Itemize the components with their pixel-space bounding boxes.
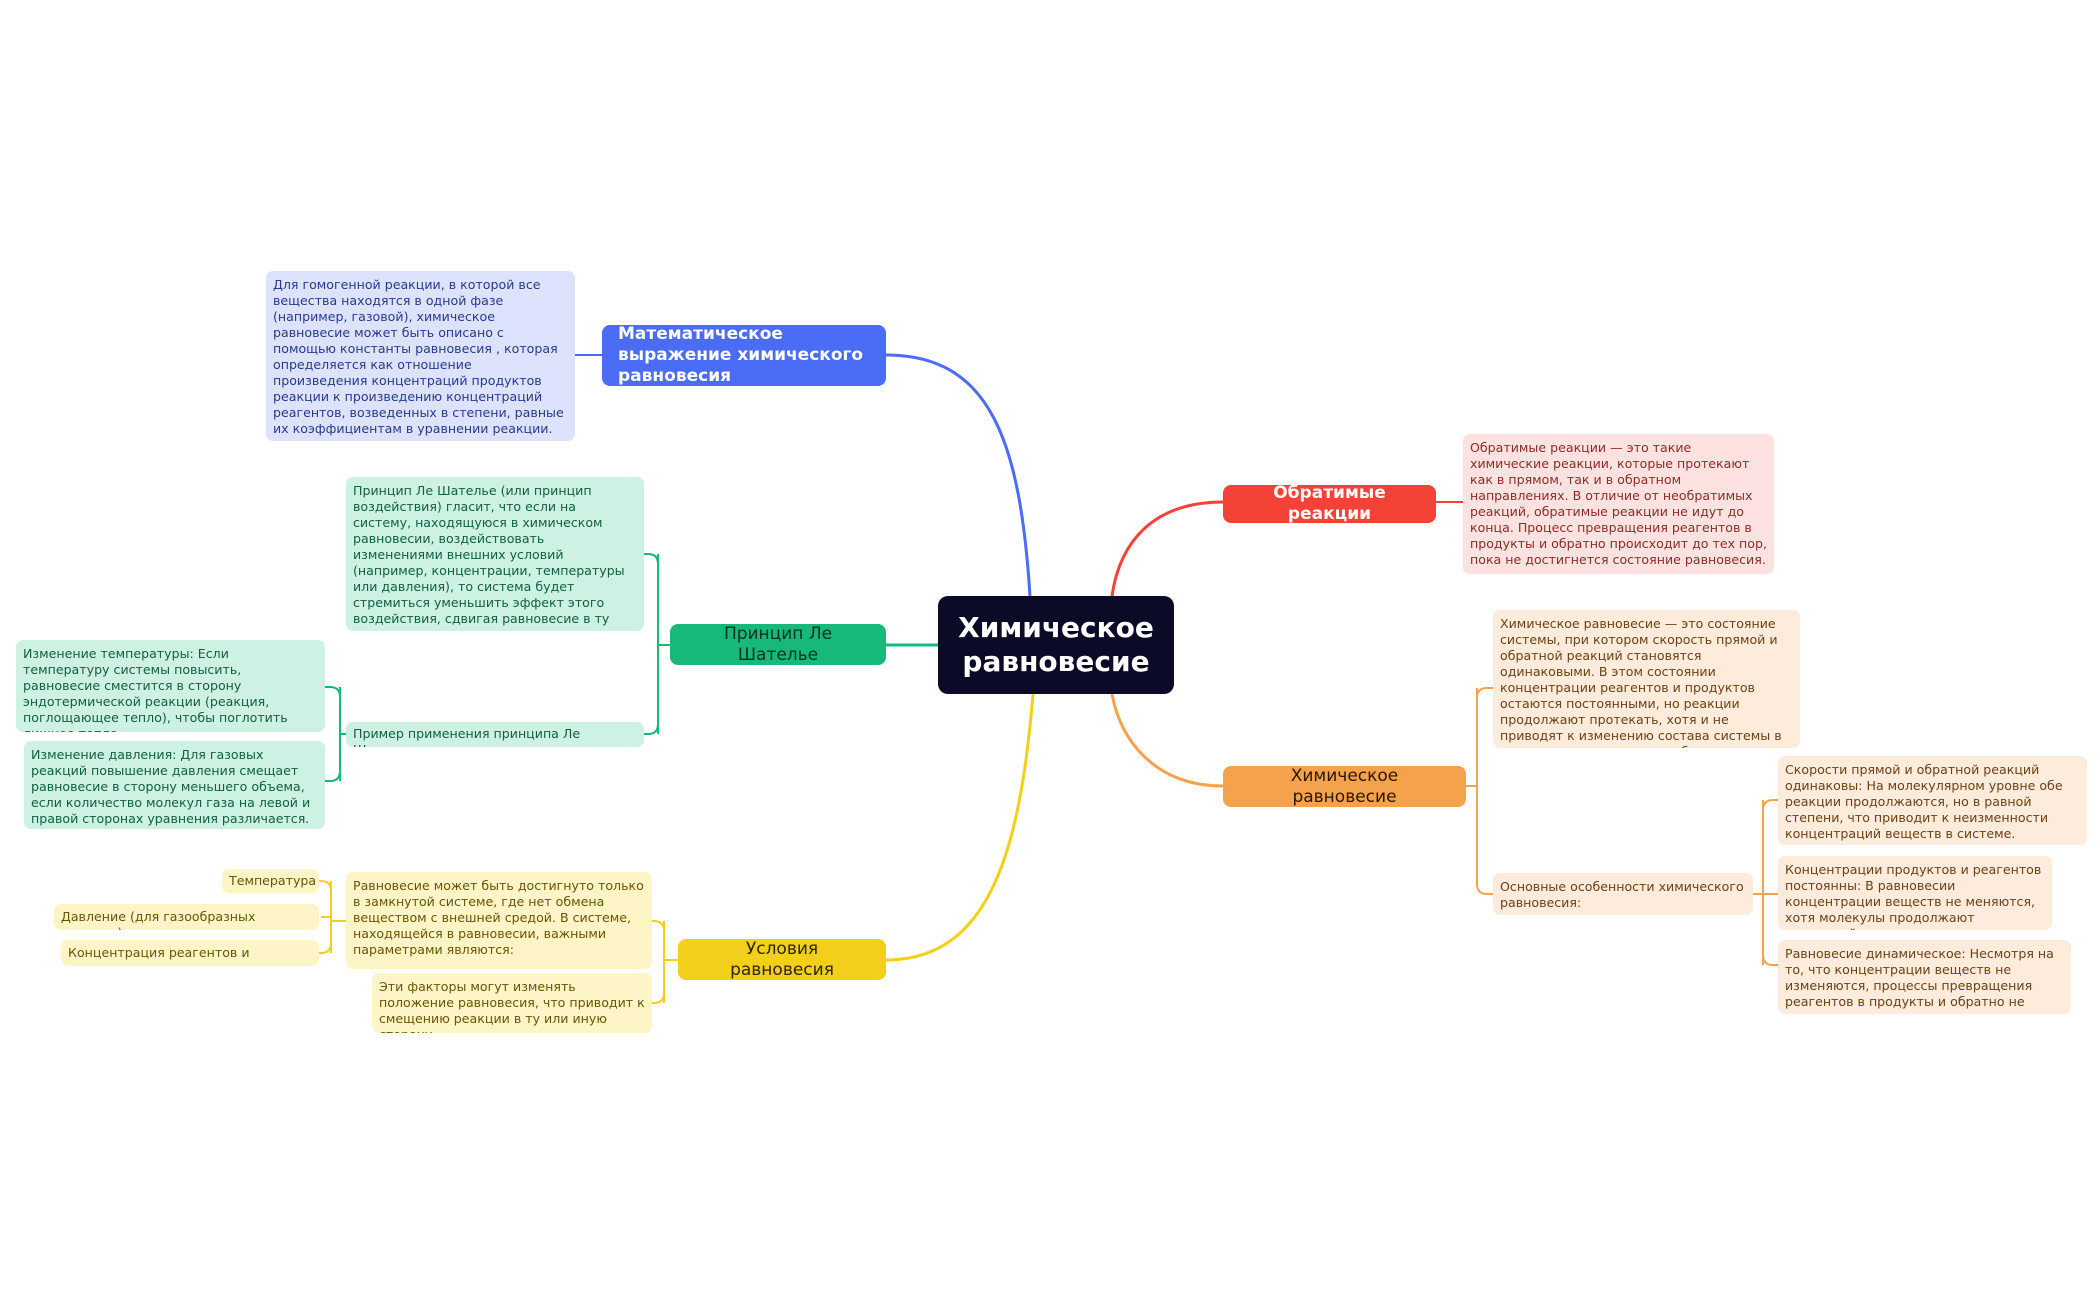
branch-le-chatelier[interactable]: Принцип Ле Шателье <box>670 624 886 665</box>
le-chatelier-example-text: Изменение давления: Для газовых реакций … <box>31 747 311 826</box>
le-chatelier-example-text: Изменение температуры: Если температуру … <box>23 646 288 732</box>
le-chatelier-example-label[interactable]: Пример применения принципа Ле Шателье: <box>346 722 644 747</box>
le-chatelier-example-label-text: Пример применения принципа Ле Шателье: <box>353 726 581 747</box>
connector-reversible <box>1110 500 1224 597</box>
math-expression-description[interactable]: Для гомогенной реакции, в которой все ве… <box>266 271 575 441</box>
equilibrium-feature-item[interactable]: Скорости прямой и обратной реакций одина… <box>1778 756 2087 845</box>
central-topic[interactable]: Химическое равновесие <box>938 596 1174 694</box>
branch-chemical-equilibrium[interactable]: Химическое равновесие <box>1223 766 1466 807</box>
equilibrium-features-label-text: Основные особенности химического равнове… <box>1500 879 1744 910</box>
reversible-reactions-description[interactable]: Обратимые реакции — это такие химические… <box>1463 434 1774 574</box>
le-chatelier-description[interactable]: Принцип Ле Шателье (или принцип воздейст… <box>346 477 644 631</box>
conditions-text: Равновесие может быть достигнуто только … <box>353 878 644 957</box>
equilibrium-feature-text: Равновесие динамическое: Несмотря на то,… <box>1785 946 2054 1014</box>
branch-reversible-reactions-label: Обратимые реакции <box>1273 483 1386 524</box>
le-chatelier-example-item[interactable]: Изменение температуры: Если температуру … <box>16 640 325 732</box>
equilibrium-feature-item[interactable]: Концентрации продуктов и реагентов посто… <box>1778 856 2052 930</box>
condition-param-item[interactable]: Температура <box>222 869 319 893</box>
equilibrium-feature-text: Скорости прямой и обратной реакций одина… <box>1785 762 2063 841</box>
equilibrium-definition-text: Химическое равновесие — это состояние си… <box>1500 616 1782 748</box>
branch-reversible-reactions[interactable]: Обратимые реакции <box>1223 483 1436 524</box>
branch-equilibrium-conditions[interactable]: Условия равновесия <box>678 939 886 980</box>
connector-math <box>885 353 1032 597</box>
condition-param-item[interactable]: Концентрация реагентов и продуктов <box>61 940 319 966</box>
conditions-description[interactable]: Равновесие может быть достигнуто только … <box>346 872 652 969</box>
connector-conditions <box>885 693 1035 962</box>
math-expression-text: Для гомогенной реакции, в которой все ве… <box>273 277 564 436</box>
equilibrium-definition[interactable]: Химическое равновесие — это состояние си… <box>1493 610 1800 748</box>
conditions-note-text: Эти факторы могут изменять положение рав… <box>379 979 645 1033</box>
equilibrium-features-label[interactable]: Основные особенности химического равнове… <box>1493 873 1753 915</box>
condition-param-text: Концентрация реагентов и продуктов <box>68 945 250 966</box>
conditions-note[interactable]: Эти факторы могут изменять положение рав… <box>372 973 652 1033</box>
le-chatelier-example-item[interactable]: Изменение давления: Для газовых реакций … <box>24 741 325 829</box>
condition-param-text: Давление (для газообразных веществ) <box>61 909 256 930</box>
connector-equilibrium <box>1110 693 1224 788</box>
equilibrium-feature-item[interactable]: Равновесие динамическое: Несмотря на то,… <box>1778 940 2071 1014</box>
equilibrium-feature-text: Концентрации продуктов и реагентов посто… <box>1785 862 2042 930</box>
branch-chemical-equilibrium-label: Химическое равновесие <box>1290 765 1399 807</box>
reversible-reactions-text: Обратимые реакции — это такие химические… <box>1470 440 1767 567</box>
branch-le-chatelier-label: Принцип Ле Шателье <box>723 623 833 665</box>
branch-equilibrium-conditions-label: Условия равновесия <box>730 938 834 980</box>
central-topic-label: Химическое равновесие <box>958 611 1154 678</box>
condition-param-item[interactable]: Давление (для газообразных веществ) <box>54 904 319 930</box>
branch-math-expression[interactable]: Математическое выражение химического рав… <box>602 324 886 386</box>
le-chatelier-text: Принцип Ле Шателье (или принцип воздейст… <box>353 483 625 631</box>
condition-param-text: Температура <box>229 873 317 888</box>
branch-math-expression-label: Математическое выражение химического рав… <box>618 324 864 386</box>
